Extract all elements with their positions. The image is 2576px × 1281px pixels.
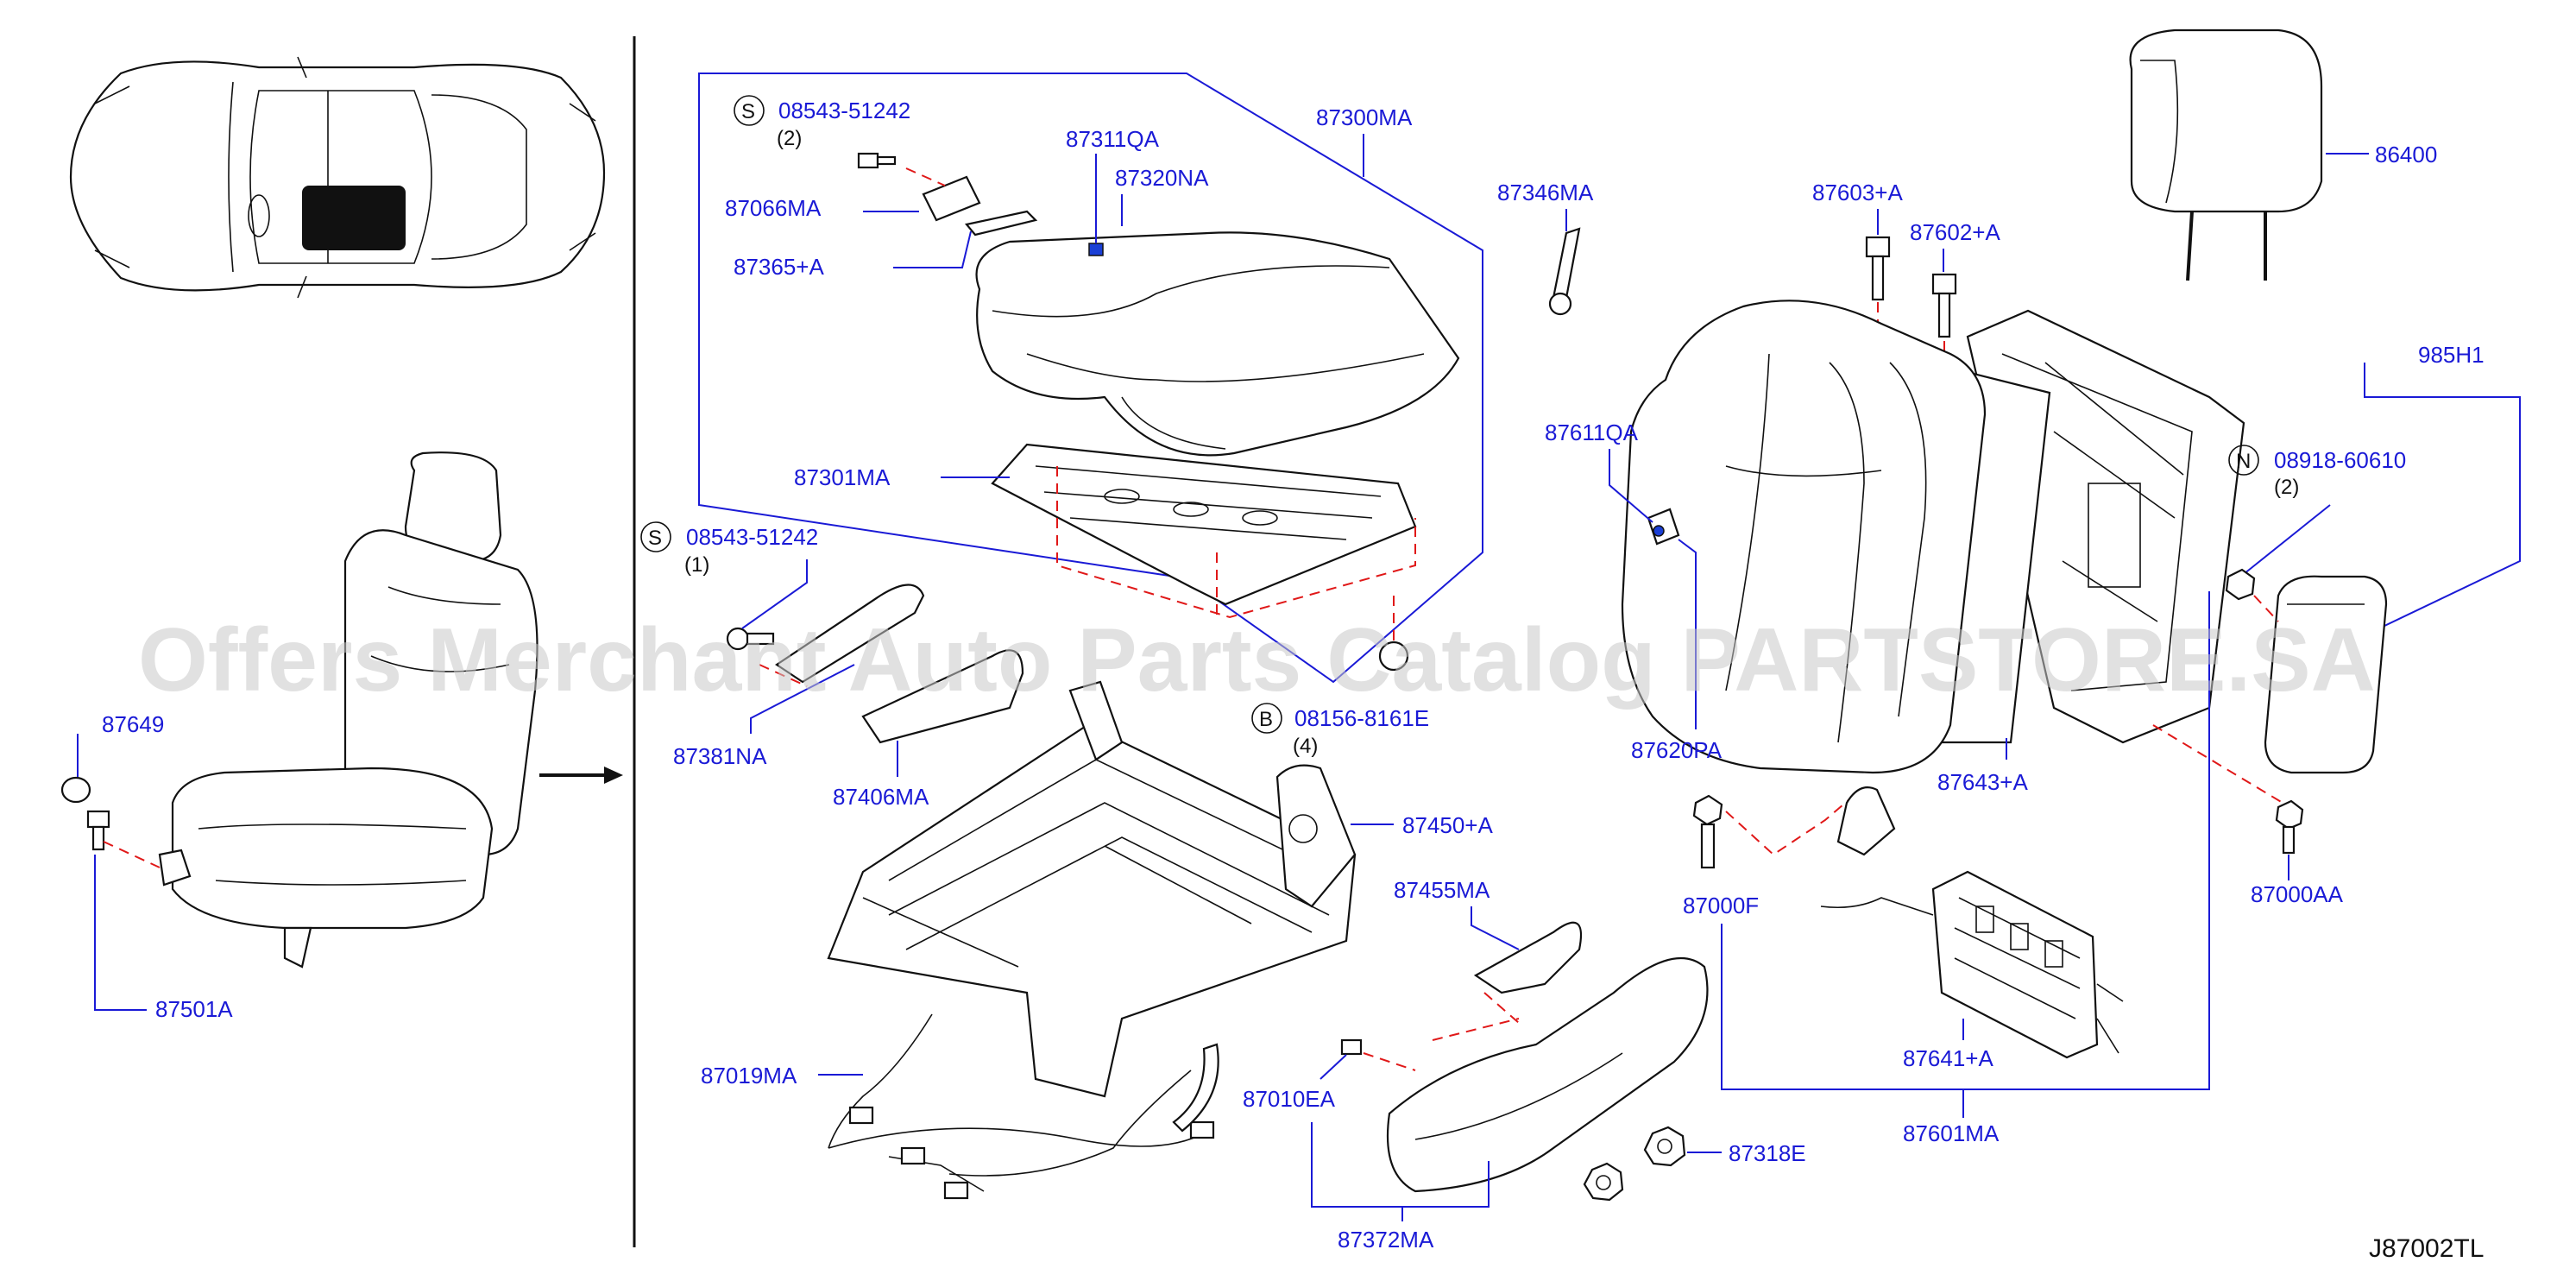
label-87406MA: 87406MA bbox=[833, 784, 929, 810]
label-87365A: 87365+A bbox=[734, 254, 824, 280]
label-87010EA: 87010EA bbox=[1243, 1086, 1336, 1112]
side-cover-illustration bbox=[1386, 956, 1709, 1193]
bolt-87000AA-illustration bbox=[2275, 799, 2304, 855]
cover-87406MA-illustration bbox=[861, 649, 1024, 744]
label-87455MA: 87455MA bbox=[1394, 877, 1490, 903]
label-87372MA: 87372MA bbox=[1338, 1227, 1434, 1253]
label-s2-part: 08543-51242 bbox=[686, 524, 818, 550]
label-n1-qty: (2) bbox=[2274, 476, 2299, 499]
label-87346MA: 87346MA bbox=[1497, 180, 1594, 205]
label-87603A: 87603+A bbox=[1812, 180, 1903, 205]
symbol-s1-letter: S bbox=[741, 100, 755, 123]
label-87000F: 87000F bbox=[1683, 893, 1759, 918]
bracket-87381NA-illustration bbox=[775, 584, 925, 684]
label-s1-qty: (2) bbox=[777, 127, 802, 150]
label-87000AA: 87000AA bbox=[2251, 881, 2344, 907]
seat-cushion-illustration bbox=[975, 231, 1460, 457]
arrow-icon bbox=[539, 767, 623, 784]
label-87601MA: 87601MA bbox=[1903, 1120, 2000, 1146]
symbol-s2 bbox=[640, 521, 671, 552]
label-87066MA: 87066MA bbox=[725, 195, 822, 221]
bolt-87501A-illustration bbox=[86, 810, 110, 851]
clip-87611QA-illustration bbox=[1647, 508, 1680, 546]
label-87501A: 87501A bbox=[155, 996, 233, 1022]
diagram-code: J87002TL bbox=[2369, 1234, 2484, 1263]
seat-adjuster-illustration bbox=[827, 680, 1357, 1098]
clip-87311QA-illustration bbox=[1088, 243, 1104, 256]
label-b1-part: 08156-8161E bbox=[1294, 705, 1429, 731]
bolt-87000F-illustration bbox=[1692, 794, 1723, 869]
label-n1-part: 08918-60610 bbox=[2274, 447, 2406, 473]
lever-87455MA-illustration bbox=[1473, 921, 1583, 994]
lumbar-motor-illustration bbox=[1836, 786, 1896, 856]
knob-87318E-illustration bbox=[1583, 1126, 1686, 1202]
symbol-b1 bbox=[1251, 703, 1282, 734]
headrest-guides-illustration bbox=[1865, 236, 1957, 338]
label-s1-part: 08543-51242 bbox=[778, 98, 910, 123]
label-87450A: 87450+A bbox=[1402, 812, 1493, 838]
label-87611QA: 87611QA bbox=[1545, 420, 1639, 445]
label-s2-qty: (1) bbox=[684, 553, 709, 577]
symbol-n1-letter: N bbox=[2236, 450, 2251, 473]
label-87649: 87649 bbox=[102, 711, 164, 737]
label-87643A: 87643+A bbox=[1937, 769, 2028, 795]
label-87019MA: 87019MA bbox=[701, 1063, 797, 1089]
nut-08918-60610-illustration bbox=[2225, 568, 2256, 601]
label-87318E: 87318E bbox=[1729, 1140, 1806, 1166]
label-87620PA: 87620PA bbox=[1631, 737, 1723, 763]
car-top-view-illustration bbox=[69, 56, 606, 299]
lumbar-support-illustration bbox=[1820, 870, 2124, 1059]
symbol-s2-letter: S bbox=[648, 527, 662, 550]
seatback-cover-illustration bbox=[1621, 300, 1987, 774]
cap-87649-illustration bbox=[60, 776, 91, 804]
bolt-08543-51242-illustration bbox=[726, 627, 775, 651]
symbol-s1 bbox=[734, 95, 765, 126]
label-87641A: 87641+A bbox=[1903, 1045, 1993, 1071]
watermark-text: Offers Merchant Auto Parts Catalog PARTS… bbox=[138, 610, 2376, 710]
lever-87346MA-illustration bbox=[1548, 227, 1581, 316]
symbol-b1-letter: B bbox=[1259, 708, 1273, 731]
label-985H1: 985H1 bbox=[2418, 342, 2485, 368]
bolt-08156-8161E-illustration bbox=[1378, 640, 1409, 672]
label-86400: 86400 bbox=[2375, 142, 2437, 167]
seat-assembly-illustration bbox=[158, 451, 539, 969]
label-87300MA: 87300MA bbox=[1316, 104, 1413, 130]
symbol-n1 bbox=[2228, 445, 2259, 476]
label-87602A: 87602+A bbox=[1910, 219, 2000, 245]
wire-harness-illustration bbox=[828, 1013, 1219, 1200]
headrest-illustration bbox=[2129, 28, 2323, 281]
seat-switch-illustration bbox=[857, 152, 981, 222]
label-87311QA: 87311QA bbox=[1066, 126, 1160, 152]
seat-switch-cover-illustration bbox=[964, 210, 1038, 237]
label-87320NA: 87320NA bbox=[1115, 165, 1209, 191]
label-87381NA: 87381NA bbox=[673, 743, 767, 769]
label-87301MA: 87301MA bbox=[794, 464, 891, 490]
label-b1-qty: (4) bbox=[1293, 735, 1318, 758]
side-airbag-illustration bbox=[2264, 575, 2388, 774]
clip-87010EA-illustration bbox=[1340, 1038, 1363, 1056]
seat-pan-frame-illustration bbox=[991, 443, 1417, 606]
seat-location-marker bbox=[302, 186, 406, 250]
